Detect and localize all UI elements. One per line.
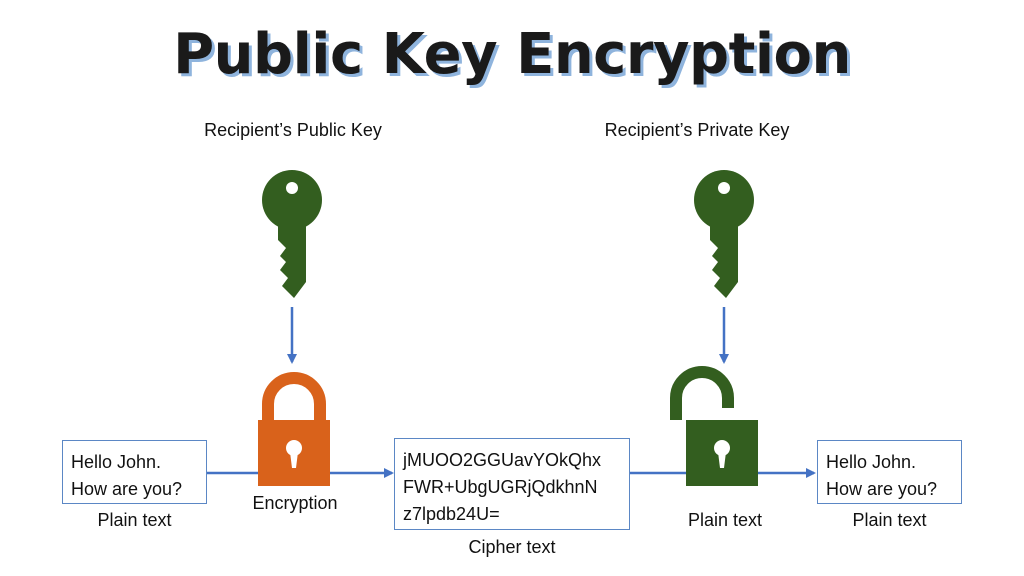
plaintext-line: How are you?: [71, 479, 183, 499]
plain-text-label-right: Plain text: [852, 510, 927, 530]
private-key-icon: [694, 170, 754, 298]
encryption-label: Encryption: [252, 493, 338, 513]
public-key-label: Recipient’s Public Key: [204, 120, 382, 140]
plain-text-label-middle: Plain text: [687, 510, 763, 530]
plaintext-box-left: Hello John. How are you?: [62, 440, 207, 504]
private-key-hole: [718, 182, 730, 194]
plaintext-line: Hello John.: [71, 452, 162, 472]
page-title: Public Key Encryption: [173, 22, 851, 87]
cipher-text-label: Cipher text: [468, 537, 556, 557]
private-key-label: Recipient’s Private Key: [604, 120, 790, 140]
public-key-icon: [262, 170, 322, 298]
plaintext-box-right: Hello John. How are you?: [817, 440, 962, 504]
unlocked-padlock-icon: [670, 366, 758, 486]
locked-padlock-icon: [258, 372, 330, 486]
ciphertext-line: FWR+UbgUGRjQdkhnN: [403, 477, 598, 497]
ciphertext-line: z7lpdb24U=: [403, 504, 500, 524]
plaintext-line: How are you?: [826, 479, 938, 499]
public-key-hole: [286, 182, 298, 194]
plain-text-label-left: Plain text: [97, 510, 172, 530]
plaintext-line: Hello John.: [826, 452, 917, 472]
ciphertext-box: jMUOO2GGUavYOkQhx FWR+UbgUGRjQdkhnN z7lp…: [394, 438, 630, 530]
ciphertext-line: jMUOO2GGUavYOkQhx: [403, 450, 602, 470]
